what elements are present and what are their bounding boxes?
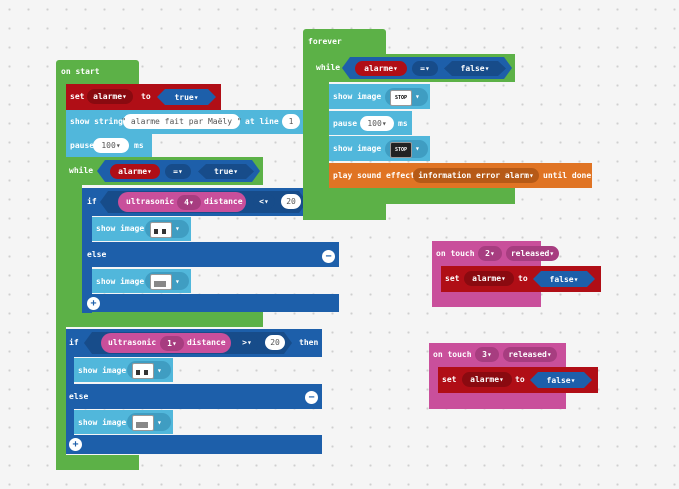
operator-dropdown[interactable]: > <box>236 335 258 350</box>
until-done-keyword: until done <box>543 171 592 180</box>
chevron-down-icon: ▾ <box>415 92 420 101</box>
while-footer <box>313 188 515 204</box>
variable-dropdown[interactable]: alarme <box>355 61 407 76</box>
ultrasonic-keyword: ultrasonic <box>126 197 175 206</box>
set-keyword: set <box>70 92 85 101</box>
if-footer <box>82 294 339 312</box>
port-dropdown[interactable]: 4 <box>177 195 201 210</box>
show-image-keyword: show image <box>78 366 127 375</box>
pin-dropdown[interactable]: 2 <box>478 246 502 261</box>
string-value-input[interactable]: " alarme fait par Maëly " <box>121 114 242 129</box>
distance-value-input[interactable]: 20 <box>281 194 301 209</box>
boolean-false-dropdown[interactable]: false <box>444 61 506 76</box>
while-keyword: while <box>316 63 341 72</box>
forever-block[interactable] <box>303 29 386 54</box>
while-keyword: while <box>69 166 94 175</box>
operator-dropdown[interactable]: = <box>412 61 438 76</box>
variable-dropdown[interactable]: alarme <box>462 372 512 387</box>
chevron-down-icon: ▾ <box>415 144 420 153</box>
pause-keyword: pause <box>333 119 358 128</box>
chevron-down-icon: ▾ <box>157 418 162 427</box>
play-sound-keyword: play sound effect <box>333 171 415 180</box>
on-start-block[interactable] <box>56 60 139 84</box>
show-image-keyword: show image <box>78 418 127 427</box>
ms-unit: ms <box>134 141 144 150</box>
led-image-icon <box>132 363 154 379</box>
led-image-icon <box>150 274 172 290</box>
show-image-keyword: show image <box>96 224 145 233</box>
distance-keyword: distance <box>204 197 243 206</box>
if-keyword: if <box>87 197 97 206</box>
chevron-down-icon: ▾ <box>175 277 180 286</box>
event-dropdown[interactable]: released <box>503 347 557 362</box>
then-keyword: then <box>299 338 319 347</box>
if-keyword: if <box>69 338 79 347</box>
while-body-rail <box>313 82 329 204</box>
led-image-icon <box>132 415 154 431</box>
pause-ms-dropdown[interactable]: 100 <box>93 138 129 153</box>
chevron-down-icon: ▾ <box>157 366 162 375</box>
forever-label: forever <box>308 37 342 46</box>
boolean-true-dropdown[interactable]: true <box>157 89 216 105</box>
line-number-input[interactable]: 1 <box>282 114 300 129</box>
distance-value-input[interactable]: 20 <box>265 335 285 350</box>
ms-unit: ms <box>398 119 408 128</box>
stop-image-icon: STOP <box>390 90 412 106</box>
on-touch-keyword: on touch <box>436 249 475 258</box>
distance-keyword: distance <box>187 338 226 347</box>
pause-ms-dropdown[interactable]: 100 <box>360 116 394 131</box>
boolean-true-dropdown[interactable]: true <box>198 164 254 179</box>
else-keyword: else <box>69 392 89 401</box>
remove-else-icon[interactable]: − <box>305 391 318 404</box>
operator-dropdown[interactable]: = <box>165 164 191 179</box>
variable-dropdown[interactable]: alarme <box>110 164 160 179</box>
set-keyword: set <box>445 274 460 283</box>
boolean-false-dropdown[interactable]: false <box>533 271 595 287</box>
variable-dropdown[interactable]: alarme <box>87 89 133 104</box>
to-keyword: to <box>518 274 528 283</box>
to-keyword: to <box>515 375 525 384</box>
show-string-keyword: show string <box>70 117 123 126</box>
to-keyword: to <box>141 92 151 101</box>
show-image-keyword: show image <box>96 277 145 286</box>
on-start-label: on start <box>61 67 100 76</box>
port-dropdown[interactable]: 1 <box>160 336 184 351</box>
stop-image-icon: STOP <box>390 142 412 158</box>
add-else-if-icon[interactable]: + <box>87 297 100 310</box>
if-footer <box>66 435 322 454</box>
sound-effect-dropdown[interactable]: information error alarm <box>413 168 539 183</box>
at-line-keyword: at line <box>245 117 279 126</box>
while-body-rail <box>66 185 82 327</box>
operator-dropdown[interactable]: < <box>253 194 275 209</box>
on-start-footer <box>56 455 139 470</box>
event-dropdown[interactable]: released <box>506 246 559 261</box>
variable-dropdown[interactable]: alarme <box>464 271 514 286</box>
else-row <box>82 242 339 267</box>
chevron-down-icon: ▾ <box>175 224 180 233</box>
set-keyword: set <box>442 375 457 384</box>
remove-else-icon[interactable]: − <box>322 250 335 263</box>
while-footer <box>66 312 263 327</box>
else-row <box>66 384 322 409</box>
on-start-body-rail <box>56 84 66 470</box>
pause-keyword: pause <box>70 141 95 150</box>
else-keyword: else <box>87 250 107 259</box>
show-image-keyword: show image <box>333 144 382 153</box>
ultrasonic-keyword: ultrasonic <box>108 338 157 347</box>
forever-footer <box>303 204 386 220</box>
boolean-false-dropdown[interactable]: false <box>530 372 592 388</box>
forever-body-rail <box>303 54 313 220</box>
on-touch-keyword: on touch <box>433 350 472 359</box>
show-image-keyword: show image <box>333 92 382 101</box>
led-image-icon <box>150 222 172 238</box>
add-else-if-icon[interactable]: + <box>69 438 82 451</box>
pin-dropdown[interactable]: 3 <box>475 347 499 362</box>
